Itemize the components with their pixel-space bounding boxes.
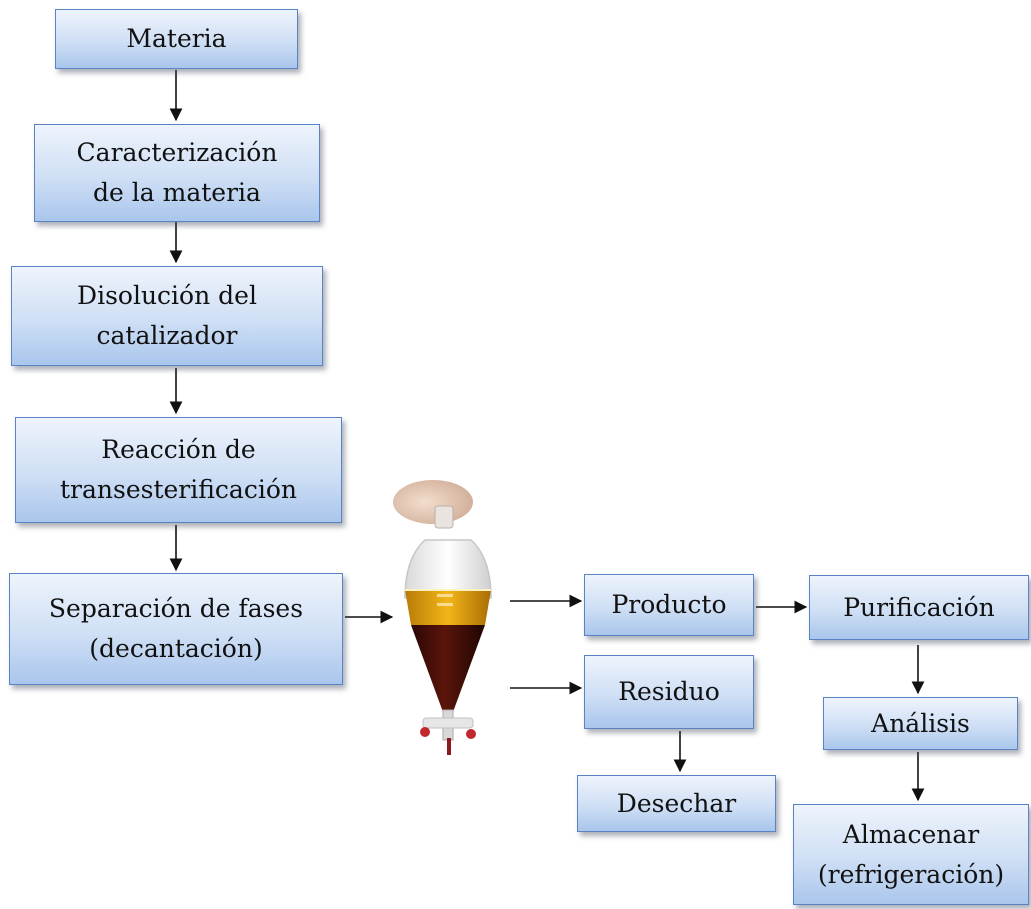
separacion-label: Separación de fases (decantación): [48, 594, 304, 663]
disolucion-label: Disolución del catalizador: [77, 281, 257, 350]
stopcock-shape: [422, 717, 474, 729]
stopper-shape: [434, 505, 454, 529]
separacion-box: Separación de fases (decantación): [9, 573, 343, 685]
disolucion-box: Disolución del catalizador: [11, 266, 323, 366]
purificacion-label: Purificación: [843, 592, 995, 622]
almacenar-box: Almacenar (refrigeración): [793, 804, 1029, 905]
hand-shape: [393, 480, 473, 524]
desechar-box: Desechar: [577, 775, 776, 832]
caracterizacion-box: Caracterización de la materia: [34, 124, 320, 222]
caracterizacion-label: Caracterización de la materia: [76, 138, 278, 207]
funnel-glass-shape: [404, 539, 492, 599]
producto-label: Producto: [611, 590, 727, 619]
analisis-label: Análisis: [871, 708, 970, 738]
residuo-label: Residuo: [618, 677, 720, 706]
purificacion-box: Purificación: [809, 575, 1029, 640]
oil-phase-shape: [405, 590, 491, 625]
reaccion-box: Reacción de transesterificación: [15, 417, 342, 523]
separatory-funnel-image: [393, 480, 492, 755]
reaccion-label: Reacción de transesterificación: [60, 435, 297, 504]
almacenar-label: Almacenar (refrigeración): [817, 819, 1005, 889]
analisis-box: Análisis: [823, 697, 1018, 750]
materia-box: Materia: [55, 9, 298, 69]
materia-label: Materia: [126, 24, 227, 53]
producto-box: Producto: [584, 574, 754, 636]
residuo-box: Residuo: [584, 655, 754, 729]
glycerol-phase-shape: [411, 625, 485, 712]
desechar-label: Desechar: [616, 788, 737, 818]
